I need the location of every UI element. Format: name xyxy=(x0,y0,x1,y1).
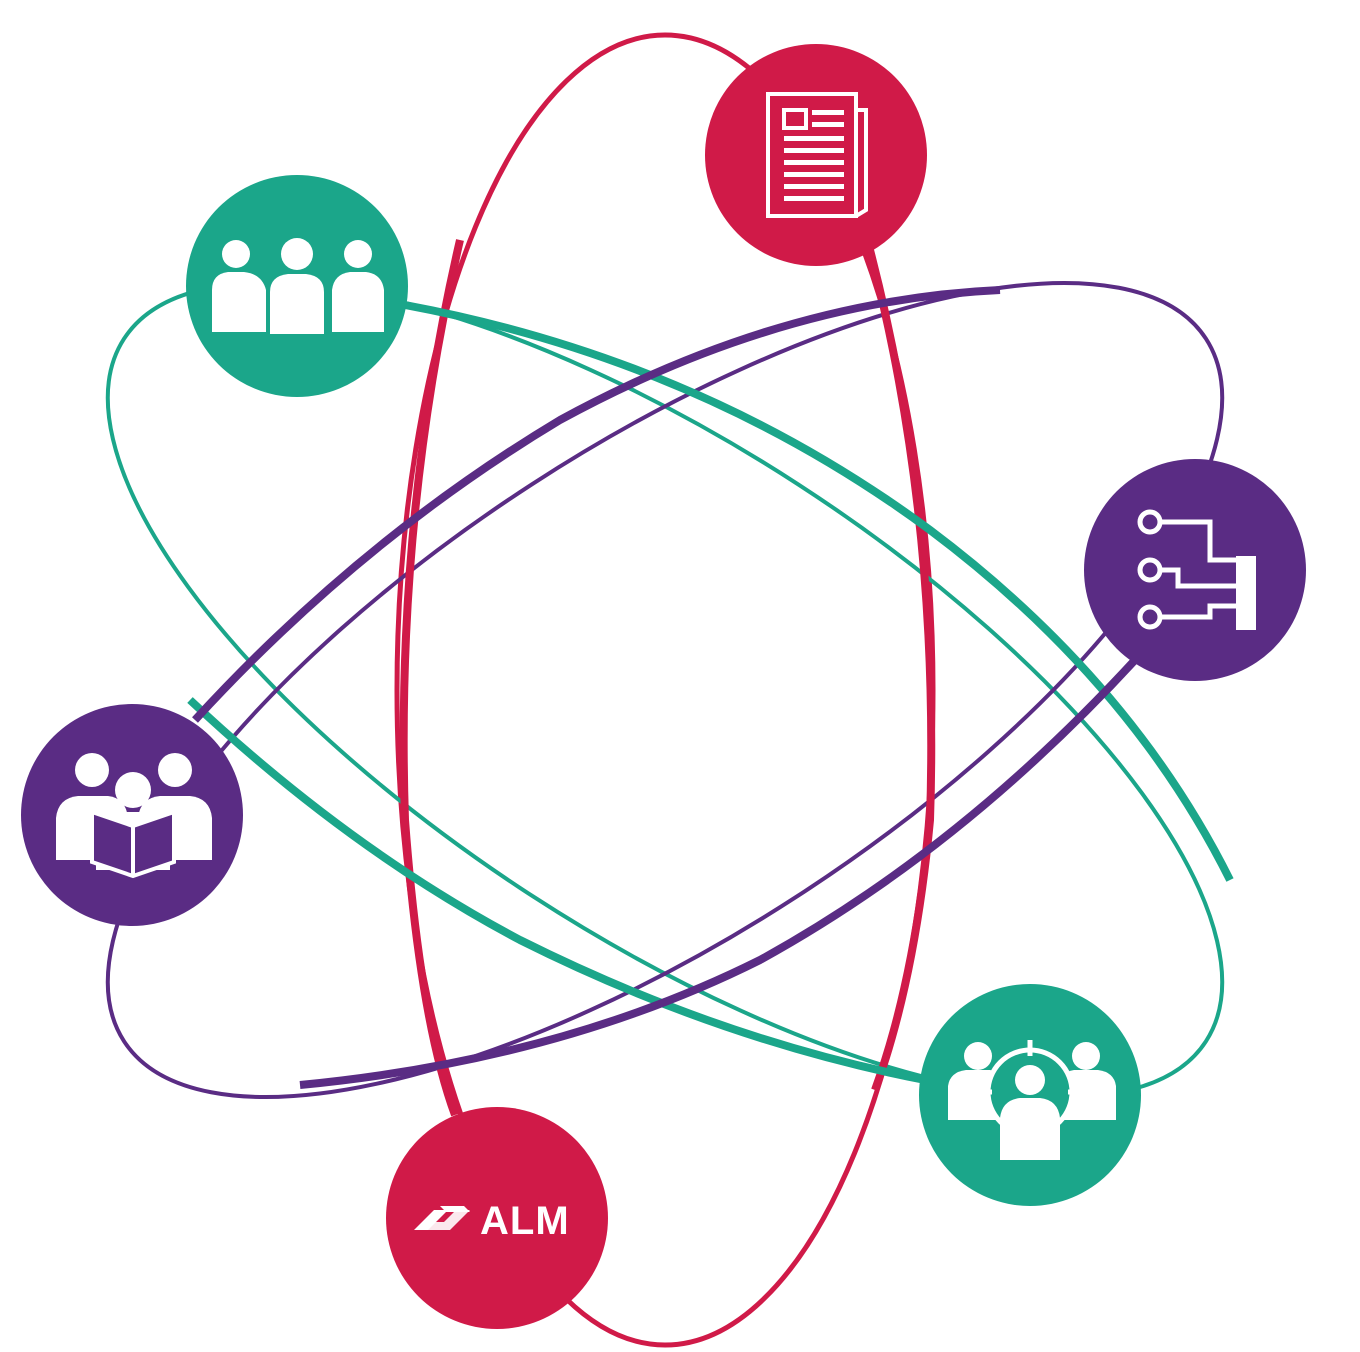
node-network[interactable] xyxy=(1084,459,1306,681)
node-target-audience[interactable] xyxy=(919,984,1141,1206)
teal-orbit-front xyxy=(187,301,1234,1084)
team-icon xyxy=(212,238,384,334)
logo-text: ALM xyxy=(480,1199,570,1243)
network-icon xyxy=(1137,509,1256,630)
purple-orbit xyxy=(105,281,1225,1099)
node-team[interactable] xyxy=(186,175,408,397)
reading-group-icon xyxy=(56,753,212,879)
target-audience-icon xyxy=(948,1040,1116,1160)
node-newspaper[interactable] xyxy=(705,44,927,266)
teal-orbit xyxy=(105,281,1225,1099)
newspaper-icon xyxy=(766,92,868,218)
purple-orbit-front xyxy=(192,286,1138,1089)
node-logo[interactable]: ALM xyxy=(386,1107,608,1329)
node-reading-group[interactable] xyxy=(21,704,243,926)
alm-logo-icon: ALM xyxy=(414,1199,570,1243)
red-orbit-front xyxy=(399,239,936,1117)
